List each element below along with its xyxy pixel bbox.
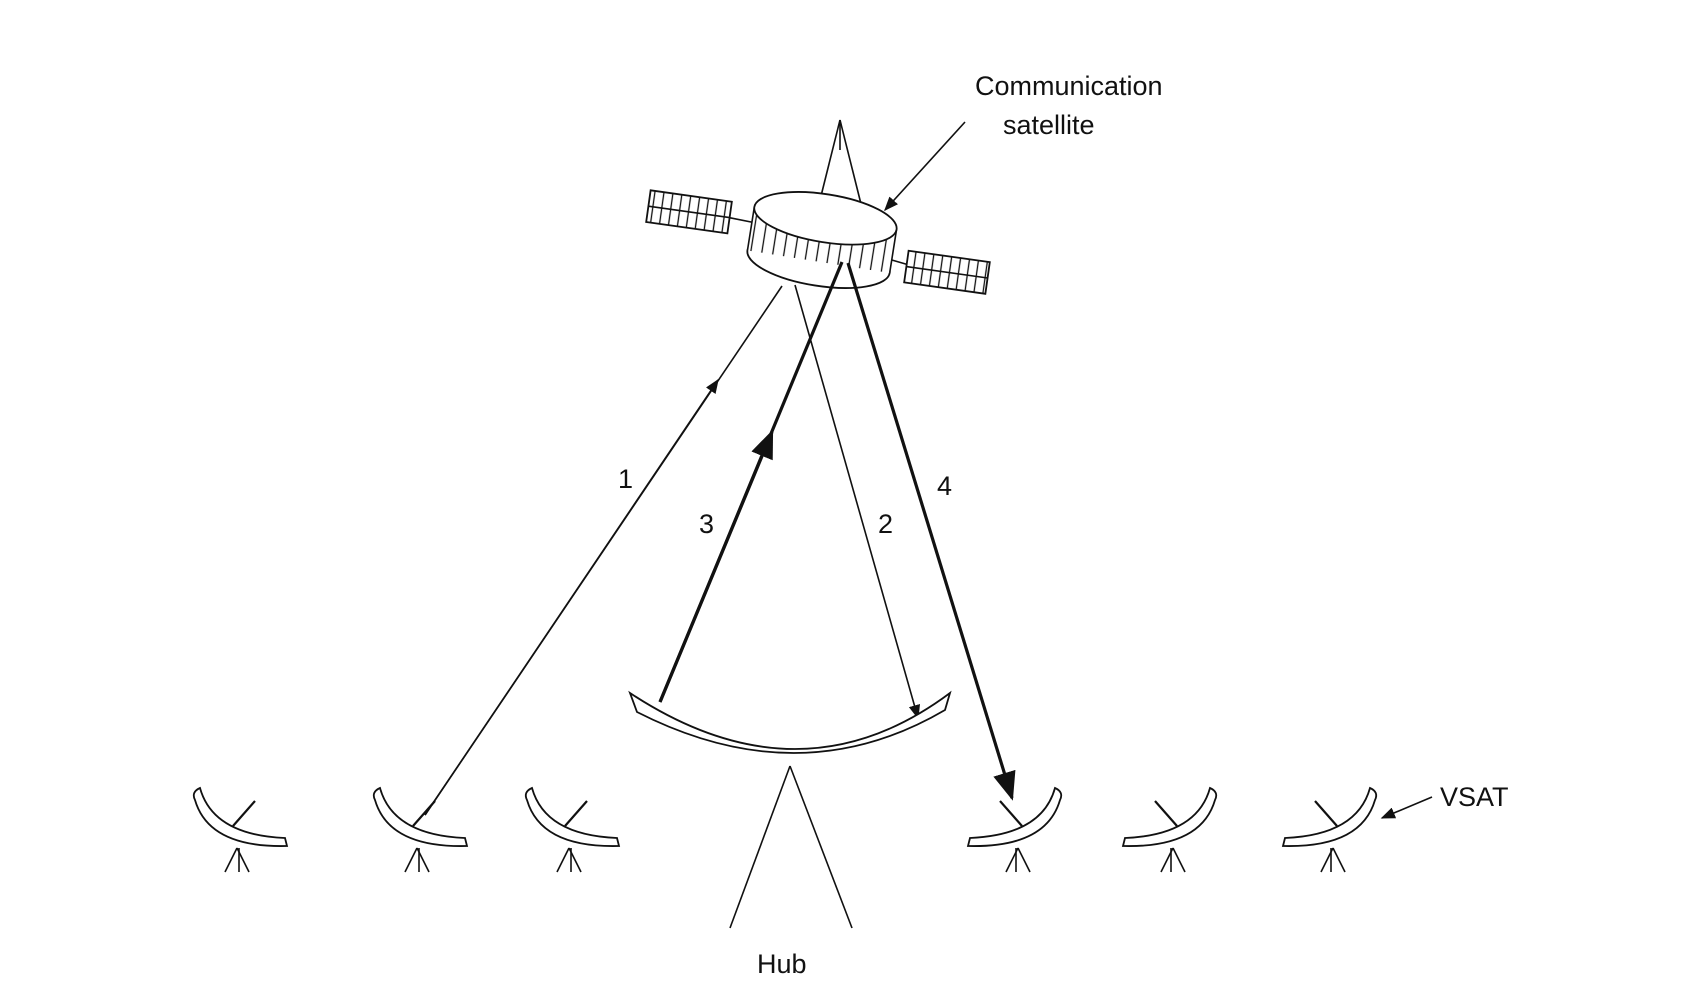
vsat-dish-icon xyxy=(524,786,621,873)
vsat-dish-icon xyxy=(192,786,289,873)
satellite-label-line2: satellite xyxy=(1003,110,1095,140)
solar-panel-right xyxy=(881,249,991,295)
link-3-label: 3 xyxy=(699,509,714,539)
hub-dish-icon xyxy=(628,690,952,929)
vsat-dish-icon xyxy=(1121,786,1218,873)
link-1-label: 1 xyxy=(618,464,633,494)
vsat-group xyxy=(192,786,1378,873)
vsat-callout-arrow xyxy=(1380,796,1433,819)
link-3-uplink xyxy=(658,261,844,703)
link-4-label: 4 xyxy=(937,471,952,501)
satellite-icon xyxy=(645,119,991,295)
link-2-label: 2 xyxy=(878,509,893,539)
satellite-body xyxy=(746,191,898,289)
vsat-dish-icon xyxy=(372,786,469,873)
solar-panel-left xyxy=(645,189,762,235)
vsat-label: VSAT xyxy=(1440,782,1509,812)
satellite-label-line1: Communication xyxy=(975,71,1163,101)
link-2-downlink xyxy=(794,284,920,720)
hub-label: Hub xyxy=(757,949,807,979)
satellite-callout-arrow xyxy=(884,121,966,212)
vsat-dish-icon xyxy=(966,786,1063,873)
vsat-dish-icon xyxy=(1281,786,1378,873)
link-1-uplink xyxy=(424,285,783,816)
link-4-downlink xyxy=(846,262,1016,801)
